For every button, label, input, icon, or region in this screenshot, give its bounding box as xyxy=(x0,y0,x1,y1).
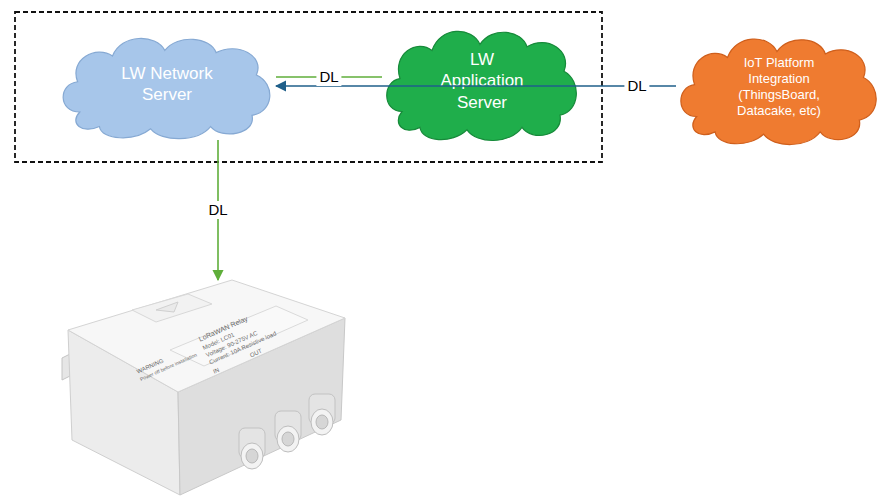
emboss-mark xyxy=(132,294,212,322)
cable-gland-core xyxy=(316,415,328,429)
cable-gland-core xyxy=(282,432,294,446)
cable-gland-hole xyxy=(311,409,333,435)
cloud-outline xyxy=(58,28,276,140)
device-print: IN xyxy=(212,366,221,376)
cloud-node: IoT Platform Integration (ThingsBoard, D… xyxy=(676,28,882,146)
cloud-shape xyxy=(681,39,876,145)
device-node: WARNINGPower off before installationLoRa… xyxy=(62,280,352,498)
server-group-boundary xyxy=(15,12,602,162)
edge-label: DL xyxy=(205,201,230,219)
relay-top-face xyxy=(68,280,345,392)
cloud-node: LW Network Server xyxy=(58,28,276,140)
cable-gland-hole xyxy=(241,443,263,469)
cloud-shape xyxy=(387,31,577,140)
emboss-mark xyxy=(156,302,178,312)
cloud-shape xyxy=(63,38,270,138)
edge-label: DL xyxy=(624,77,649,95)
cable-gland-hole xyxy=(277,426,299,452)
cloud-text-wrap: IoT Platform Integration (ThingsBoard, D… xyxy=(676,28,882,146)
cloud-label: LW Network Server xyxy=(102,63,232,106)
cloud-node: LW Application Server xyxy=(382,20,582,142)
cloud-label: LW Application Server xyxy=(432,49,532,113)
cloud-text-wrap: LW Network Server xyxy=(58,28,276,140)
cloud-text-wrap: LW Application Server xyxy=(382,20,582,142)
cloud-label: IoT Platform Integration (ThingsBoard, D… xyxy=(718,55,840,120)
edge-label: DL xyxy=(316,68,341,86)
cable-gland-core xyxy=(246,449,258,463)
relay-illustration xyxy=(62,280,352,498)
